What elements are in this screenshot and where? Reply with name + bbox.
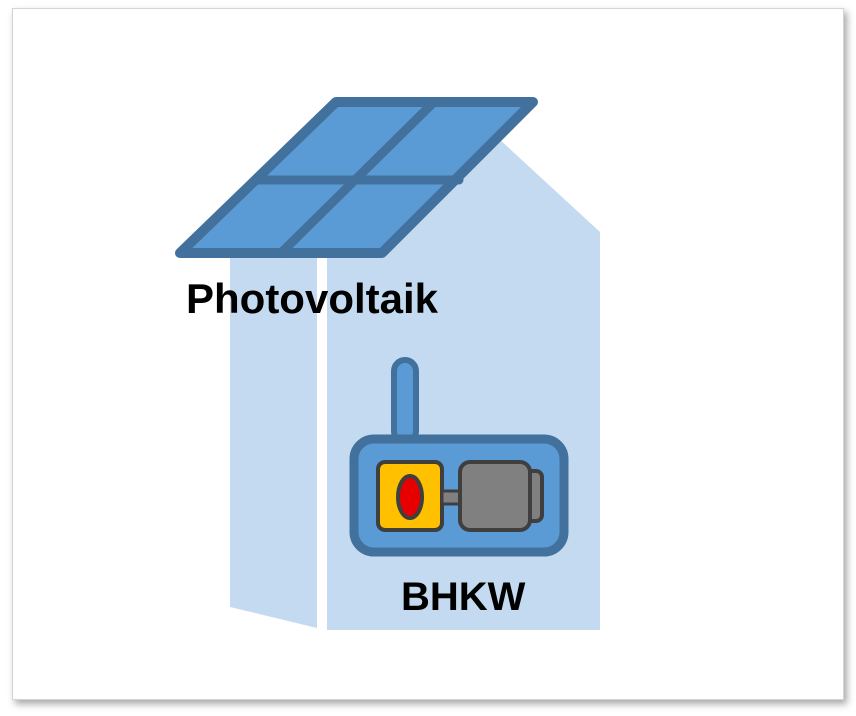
photovoltaics-label: Photovoltaik bbox=[186, 275, 439, 322]
solar-panel-icon bbox=[175, 97, 538, 258]
chp-engine-light-icon bbox=[396, 474, 424, 520]
chp-unit-label: BHKW bbox=[401, 575, 526, 619]
house-left-wall bbox=[230, 255, 317, 628]
chp-shaft bbox=[440, 489, 462, 506]
chp-exhaust-pipe bbox=[391, 357, 419, 445]
chp-unit-icon bbox=[349, 357, 569, 557]
chp-generator bbox=[458, 460, 532, 532]
solar-panel-divider-vertical bbox=[276, 97, 439, 258]
